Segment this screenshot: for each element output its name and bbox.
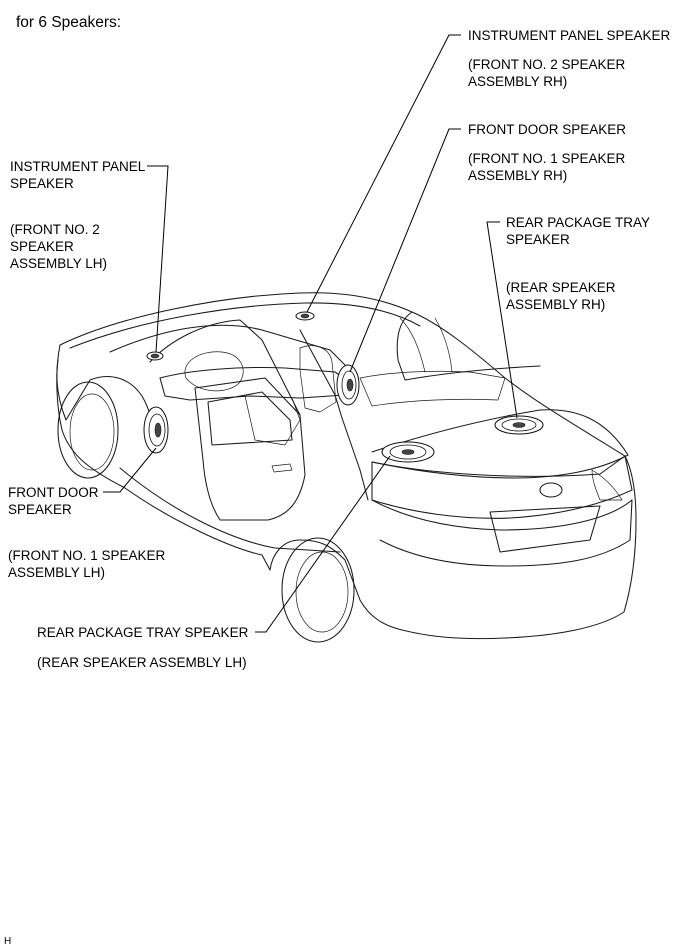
rear-speaker-lh-icon [381, 441, 435, 463]
front-seat [299, 345, 337, 413]
footer-code: H [4, 936, 12, 947]
rocker-panel [119, 467, 341, 553]
rear-emblem [539, 482, 563, 498]
ip-speaker-rh-icon [295, 311, 315, 321]
label-rear-tray-speaker-rh: REAR PACKAGE TRAY SPEAKER [506, 215, 651, 247]
rear-seat [359, 370, 506, 407]
ip-speaker-lh-icon [146, 351, 164, 361]
front-door [194, 377, 306, 521]
leader-rp-lh [255, 455, 391, 633]
part-front-door-speaker-lh: (FRONT NO. 1 SPEAKER ASSEMBLY LH) [8, 548, 166, 580]
front-wheel [57, 381, 119, 479]
rear-seat-back [399, 317, 453, 373]
label-rear-tray-speaker-lh: REAR PACKAGE TRAY SPEAKER [37, 625, 249, 640]
part-ip-speaker-lh: (FRONT NO. 2 SPEAKER ASSEMBLY LH) [10, 222, 108, 271]
console [244, 395, 301, 446]
roof-line [69, 302, 421, 349]
tail-lamp [591, 469, 623, 501]
label-ip-speaker-lh: INSTRUMENT PANEL SPEAKER [10, 159, 146, 191]
license-plate-recess [489, 505, 601, 553]
steering-wheel [184, 351, 244, 392]
leader-fd-rh [349, 128, 461, 373]
part-rear-tray-speaker-lh: (REAR SPEAKER ASSEMBLY LH) [37, 655, 247, 670]
part-front-door-speaker-rh: (FRONT NO. 1 SPEAKER ASSEMBLY RH) [468, 151, 626, 183]
door-handle [271, 463, 293, 473]
label-front-door-speaker-rh: FRONT DOOR SPEAKER [468, 122, 627, 137]
rear-speaker-rh-icon [494, 415, 544, 435]
part-ip-speaker-rh: (FRONT NO. 2 SPEAKER ASSEMBLY RH) [468, 57, 626, 89]
leader-ip-rh [306, 34, 461, 313]
label-ip-speaker-rh: INSTRUMENT PANEL SPEAKER [468, 28, 671, 43]
front-door-speaker-lh-icon [143, 406, 169, 454]
leader-fd-lh [103, 447, 157, 493]
trunk-lid [371, 455, 633, 519]
leader-rp-rh [486, 221, 518, 419]
rear-glass [396, 311, 541, 381]
rear-wheel [281, 537, 355, 643]
leader-ip-lh [147, 165, 169, 353]
rear-package-tray [371, 409, 629, 479]
body-silhouette [56, 292, 637, 640]
vehicle-outline [56, 292, 637, 643]
diagram-title: for 6 Speakers: [16, 14, 122, 31]
part-rear-tray-speaker-rh: (REAR SPEAKER ASSEMBLY RH) [506, 280, 616, 312]
label-front-door-speaker-lh: FRONT DOOR SPEAKER [8, 485, 99, 517]
dashboard [159, 366, 347, 401]
front-door-window [207, 391, 293, 446]
rear-bumper [371, 499, 633, 567]
windshield [109, 324, 353, 373]
front-door-speaker-rh-icon [336, 364, 360, 406]
b-pillar [299, 329, 369, 501]
